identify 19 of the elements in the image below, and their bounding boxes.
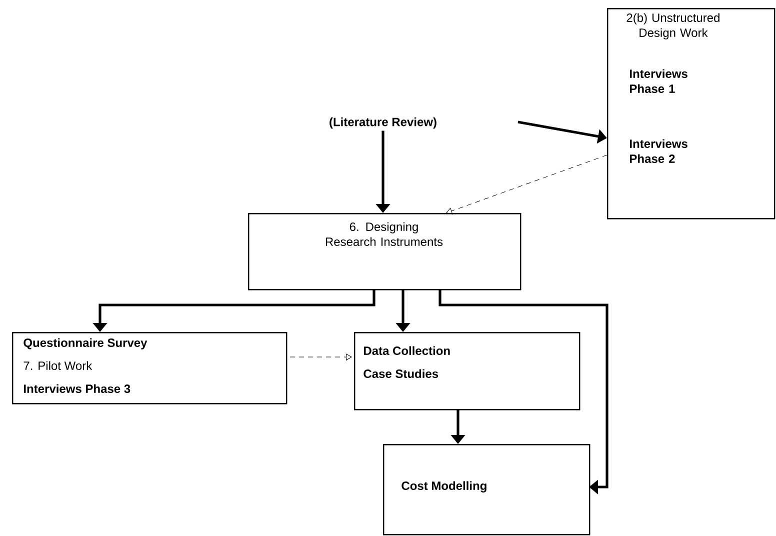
process-box (248, 213, 522, 290)
node-label: Data Collection (364, 346, 450, 355)
process-box (354, 332, 580, 410)
node-label: Interviews Phase 2 (630, 139, 688, 163)
node-label: Questionnaire Survey (24, 338, 148, 350)
arrow (438, 289, 608, 494)
node-label: 2(b) Unstructured Design Work (626, 13, 720, 40)
process-box (12, 332, 288, 404)
node-label: Interviews Phase 3 (24, 384, 130, 394)
arrow (446, 154, 608, 214)
process-box (383, 444, 590, 536)
arrow (290, 354, 352, 360)
text-label: (Literature Review) (330, 117, 436, 129)
node-label: Case Studies (364, 369, 438, 378)
node-label: Cost Modelling (402, 481, 486, 492)
process-box (607, 8, 776, 220)
node-label: Interviews Phase 1 (630, 69, 688, 93)
node-label: 7. Pilot Work (24, 361, 92, 370)
node-label: 6. Designing Research Instruments (326, 222, 443, 246)
